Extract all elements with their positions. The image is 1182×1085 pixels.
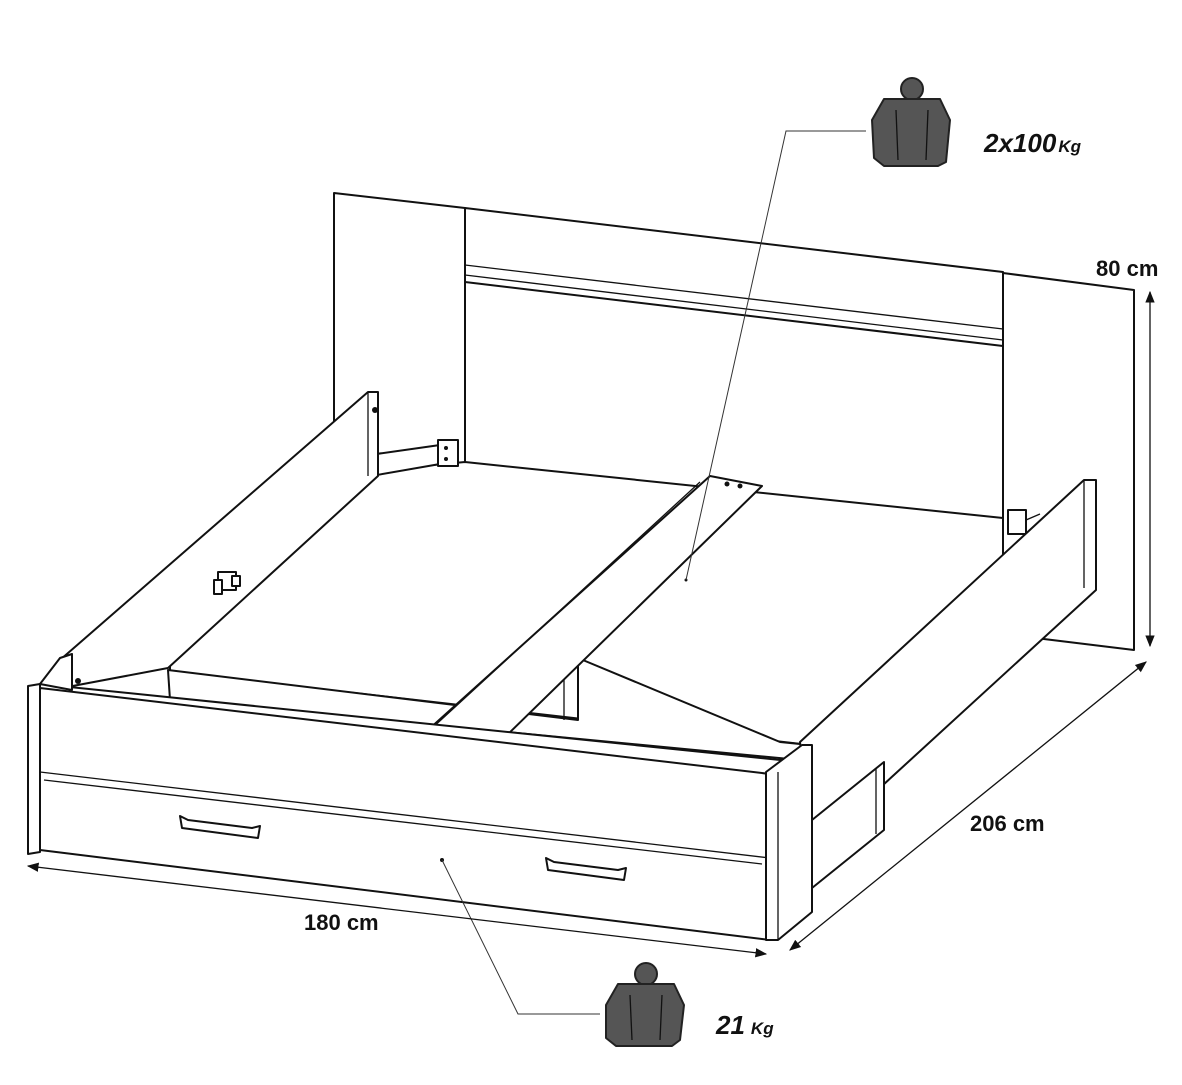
weight-icon <box>605 962 685 1047</box>
weight-icon <box>871 77 951 167</box>
height-label: 80 cm <box>1096 256 1158 281</box>
width-label: 180 cm <box>304 910 379 935</box>
headboard-bracket-right <box>1007 509 1041 535</box>
length-dimension <box>789 661 1147 951</box>
connector-fitting <box>213 571 241 595</box>
centre-support-beam <box>427 475 763 741</box>
double-arrow-icon <box>789 661 1147 951</box>
width-dimension <box>26 862 768 958</box>
leader-bed-load <box>685 130 866 581</box>
length-label: 206 cm <box>970 811 1045 836</box>
double-arrow-icon <box>26 862 768 958</box>
drawer-handle-left <box>179 815 261 839</box>
